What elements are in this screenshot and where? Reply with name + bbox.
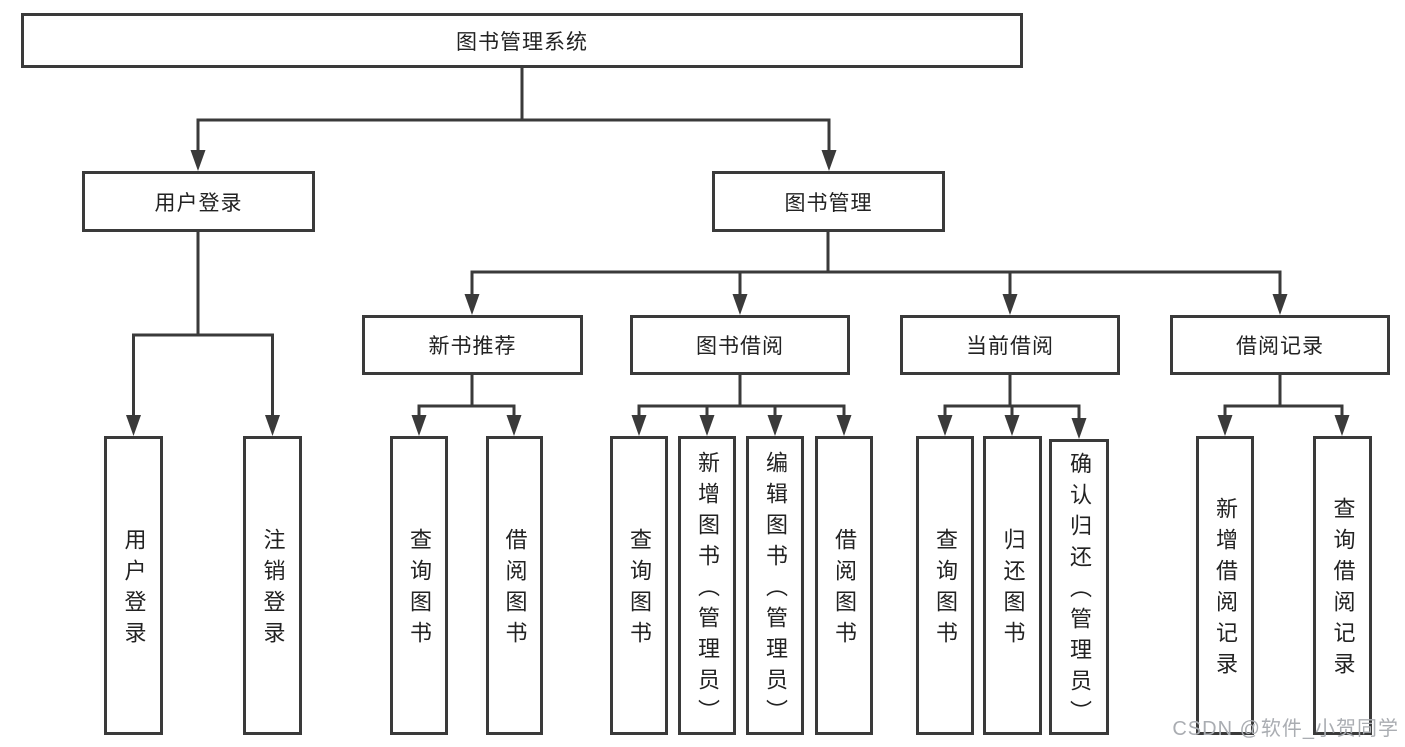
leaf-label: 查询图书 [933, 528, 958, 652]
leaf-query-books-current: 查询图书 [916, 436, 974, 735]
leaf-query-books-recommend: 查询图书 [390, 436, 448, 735]
node-book-borrow: 图书借阅 [630, 315, 850, 375]
node-label: 图书管理 [784, 191, 873, 215]
leaf-add-books-admin: 新增图书（管理员） [678, 436, 736, 735]
leaf-label: 借阅图书 [832, 528, 857, 652]
node-new-book-recommend: 新书推荐 [362, 315, 583, 375]
leaf-label: 编辑图书（管理员） [763, 450, 788, 730]
node-label: 用户登录 [154, 191, 243, 215]
node-label: 借阅记录 [1236, 335, 1324, 358]
leaf-label: 归还图书 [1000, 528, 1026, 652]
leaf-label: 用户登录 [121, 528, 147, 652]
node-label: 图书借阅 [696, 335, 784, 358]
leaf-borrow-books-recommend: 借阅图书 [486, 436, 543, 735]
node-current-borrow: 当前借阅 [900, 315, 1120, 375]
csdn-watermark: CSDN @软件_小贺同学 [1172, 718, 1399, 740]
leaf-query-books-borrow: 查询图书 [610, 436, 668, 735]
leaf-label: 查询借阅记录 [1330, 497, 1356, 683]
leaf-label: 查询图书 [407, 528, 432, 652]
leaf-label: 借阅图书 [502, 528, 528, 652]
leaf-user-login: 用户登录 [104, 436, 163, 735]
node-root-system: 图书管理系统 [21, 13, 1023, 68]
leaf-borrow-books: 借阅图书 [815, 436, 873, 735]
node-user-login: 用户登录 [82, 171, 315, 232]
leaf-return-books: 归还图书 [983, 436, 1042, 735]
leaf-label: 新增图书（管理员） [695, 450, 720, 730]
leaf-label: 注销登录 [260, 528, 286, 652]
leaf-label: 确认归还（管理员） [1067, 452, 1092, 731]
leaf-logout: 注销登录 [243, 436, 302, 735]
leaf-label: 新增借阅记录 [1213, 497, 1238, 683]
leaf-edit-books-admin: 编辑图书（管理员） [746, 436, 804, 735]
leaf-add-borrow-record: 新增借阅记录 [1196, 436, 1254, 735]
leaf-confirm-return-admin: 确认归还（管理员） [1049, 439, 1109, 735]
node-label: 当前借阅 [966, 335, 1054, 358]
node-borrow-record: 借阅记录 [1170, 315, 1390, 375]
node-label: 新书推荐 [428, 335, 517, 358]
node-book-management: 图书管理 [712, 171, 945, 232]
node-label: 图书管理系统 [456, 30, 588, 54]
leaf-query-borrow-record: 查询借阅记录 [1313, 436, 1372, 735]
leaf-label: 查询图书 [627, 528, 652, 652]
